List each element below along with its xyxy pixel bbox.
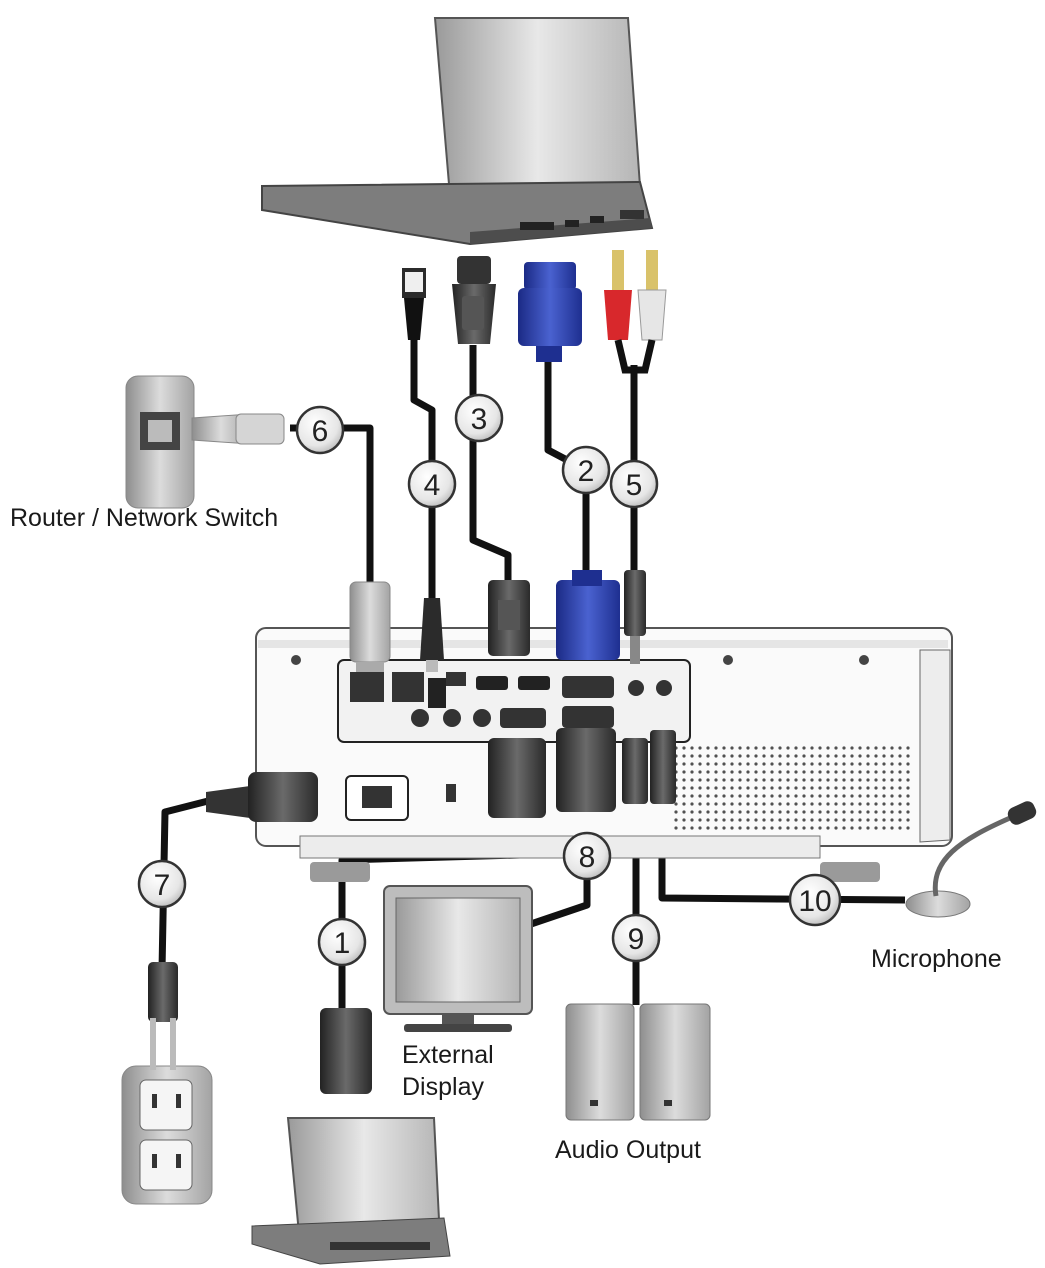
network-switch-icon (125, 375, 285, 509)
db9-plug-icon (320, 1008, 372, 1094)
bottom-laptop-icon (251, 1117, 451, 1265)
vga-cable-plug-icon (556, 570, 620, 660)
svg-text:4: 4 (424, 469, 441, 502)
microphone-icon (905, 801, 1037, 918)
top-laptop-icon (261, 17, 654, 246)
callout-4: 4 (407, 459, 457, 509)
callout-1: 1 (317, 917, 367, 967)
callout-8: 8 (562, 831, 612, 881)
svg-text:1: 1 (334, 927, 351, 960)
callout-10: 10 (788, 873, 842, 927)
serial-plug-icon (488, 728, 676, 818)
lan-plug-icon (349, 581, 391, 672)
svg-text:2: 2 (578, 455, 595, 488)
svg-text:3: 3 (471, 403, 488, 436)
hdmi-plug-icon (452, 256, 496, 344)
svg-text:8: 8 (579, 841, 596, 874)
callout-7: 7 (137, 859, 187, 909)
power-plug-icon (206, 772, 318, 822)
usb-plug-icon (402, 268, 426, 340)
svg-text:5: 5 (626, 469, 643, 502)
power-outlet-icon (121, 962, 213, 1205)
label-microphone: Microphone (871, 945, 1002, 973)
callout-3: 3 (454, 393, 504, 443)
label-audio-output: Audio Output (555, 1136, 701, 1164)
label-router: Router / Network Switch (10, 504, 279, 532)
rca-plug-icon (604, 250, 667, 374)
speaker-icon (565, 1003, 711, 1121)
audio-cable-plug-icon (624, 570, 646, 664)
monitor-icon (383, 885, 533, 1032)
callout-2: 2 (561, 445, 611, 495)
callout-6: 6 (295, 405, 345, 455)
svg-text:10: 10 (798, 885, 831, 918)
vga-plug-icon (518, 262, 582, 362)
projector-icon (255, 627, 953, 882)
callout-9: 9 (611, 913, 661, 963)
callout-5: 5 (609, 459, 659, 509)
hdmi-cable-plug-icon (488, 580, 530, 656)
svg-text:9: 9 (628, 923, 645, 956)
svg-text:6: 6 (312, 415, 329, 448)
label-external-display-line1: External (402, 1041, 494, 1069)
callouts: 1 2 3 4 5 6 7 8 9 10 (137, 393, 842, 967)
label-external-display-line2: Display (402, 1073, 484, 1101)
svg-text:7: 7 (154, 869, 171, 902)
usb-cable-plug-icon (420, 598, 444, 672)
